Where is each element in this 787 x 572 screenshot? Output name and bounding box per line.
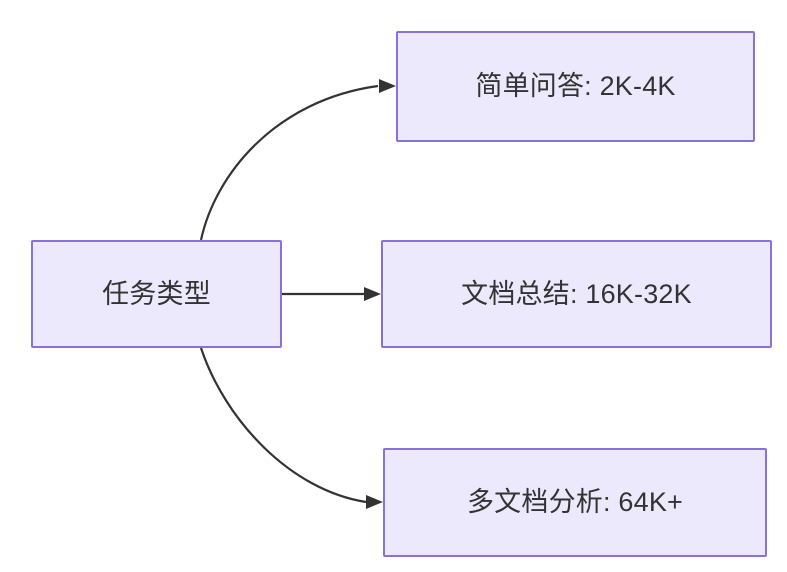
node-doc-summary-label: 文档总结: 16K-32K xyxy=(461,278,692,309)
edge-path-curved-up xyxy=(199,84,379,241)
node-multi-doc-label: 多文档分析: 64K+ xyxy=(466,487,683,518)
arrowhead-right-icon xyxy=(364,287,381,301)
node-simple-qa-label: 简单问答: 2K-4K xyxy=(475,71,676,102)
node-doc-summary[interactable]: 文档总结: 16K-32K xyxy=(381,240,772,348)
node-simple-qa[interactable]: 简单问答: 2K-4K xyxy=(396,31,755,142)
arrowhead-right-icon xyxy=(379,79,396,93)
edge-path-curved-down xyxy=(199,347,367,504)
node-multi-doc[interactable]: 多文档分析: 64K+ xyxy=(383,448,767,557)
node-task-type-label: 任务类型 xyxy=(102,278,211,309)
arrowhead-right-icon xyxy=(366,495,383,509)
node-task-type[interactable]: 任务类型 xyxy=(31,240,282,348)
edge-task-type-to-doc-summary xyxy=(282,287,381,301)
edge-task-type-to-simple-qa xyxy=(199,79,396,241)
edge-task-type-to-multi-doc xyxy=(199,347,383,509)
